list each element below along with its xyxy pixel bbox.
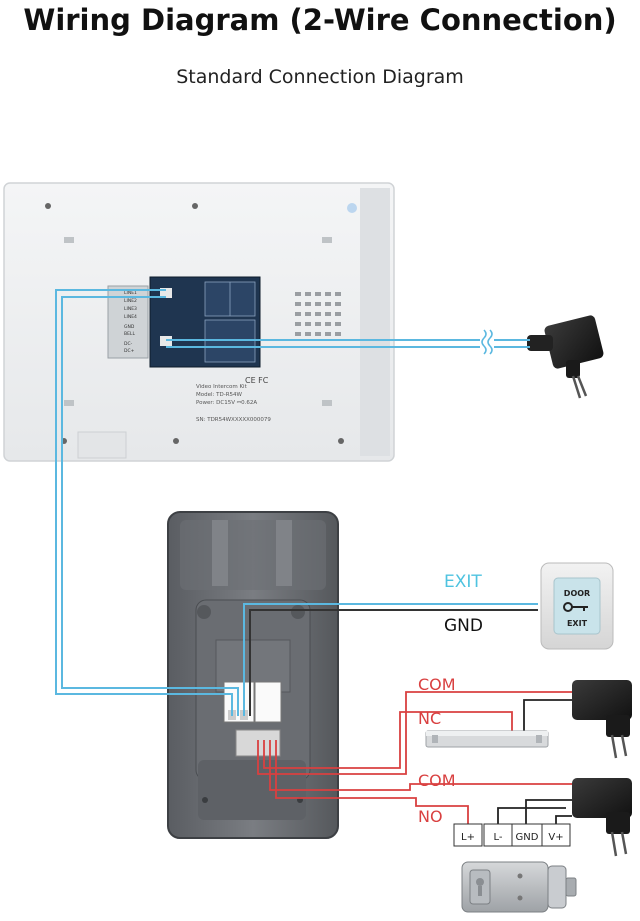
terminal-label: L- bbox=[493, 832, 502, 843]
terminal-label: V+ bbox=[548, 832, 563, 843]
ground-wire bbox=[249, 609, 538, 716]
product-label-line: Video Intercom Kit bbox=[196, 384, 248, 390]
lock-wires-black bbox=[497, 699, 572, 824]
port-label: LINE2 bbox=[124, 298, 137, 304]
outdoor-camera-panel bbox=[167, 511, 339, 839]
power-adapter-maglock bbox=[572, 680, 632, 759]
exit-button: DOOR EXIT bbox=[540, 562, 614, 650]
terminal-label: GND bbox=[516, 832, 539, 843]
port-label: LINE4 bbox=[124, 314, 137, 320]
product-label-line: Model: TD-R54W bbox=[196, 392, 243, 398]
wire-label-com: COM bbox=[418, 675, 456, 694]
lock-terminal-block: L+ L- GND V+ bbox=[453, 823, 571, 847]
exit-button-bottom-text: EXIT bbox=[567, 619, 588, 628]
data-wires bbox=[55, 289, 538, 716]
wire-break-mark bbox=[481, 329, 493, 355]
key-icon bbox=[563, 602, 588, 612]
electric-lock bbox=[461, 861, 577, 913]
port-label: BELL bbox=[124, 331, 135, 337]
power-adapter-monitor bbox=[527, 315, 604, 399]
product-label-line: Power: DC15V ⎓0.62A bbox=[196, 400, 257, 406]
magnetic-lock bbox=[425, 730, 549, 748]
wire-label-com: COM bbox=[418, 771, 456, 790]
port-label: LINE3 bbox=[124, 306, 137, 312]
port-label: DC+ bbox=[124, 348, 135, 354]
port-label: LINE1 bbox=[124, 290, 137, 296]
diagram-subtitle: Standard Connection Diagram bbox=[176, 66, 464, 88]
terminal-label: L+ bbox=[461, 832, 475, 843]
wire-label-exit: EXIT bbox=[444, 572, 482, 592]
lock-wires bbox=[257, 691, 572, 824]
diagram-title: Wiring Diagram (2-Wire Connection) bbox=[23, 3, 617, 37]
exit-button-top-text: DOOR bbox=[564, 589, 590, 598]
wire-label-nc: NC bbox=[418, 709, 441, 728]
power-adapter-electric-lock bbox=[572, 778, 632, 857]
port-label: DC- bbox=[124, 341, 133, 347]
serial-number: SN: TDR54WXXXXX000079 bbox=[196, 417, 271, 423]
certification-marks: CE FC bbox=[245, 376, 269, 385]
port-label: GND bbox=[124, 324, 135, 330]
wire-label-gnd: GND bbox=[444, 616, 483, 636]
speaker-grille bbox=[295, 292, 341, 336]
wire-label-no: NO bbox=[418, 807, 443, 826]
